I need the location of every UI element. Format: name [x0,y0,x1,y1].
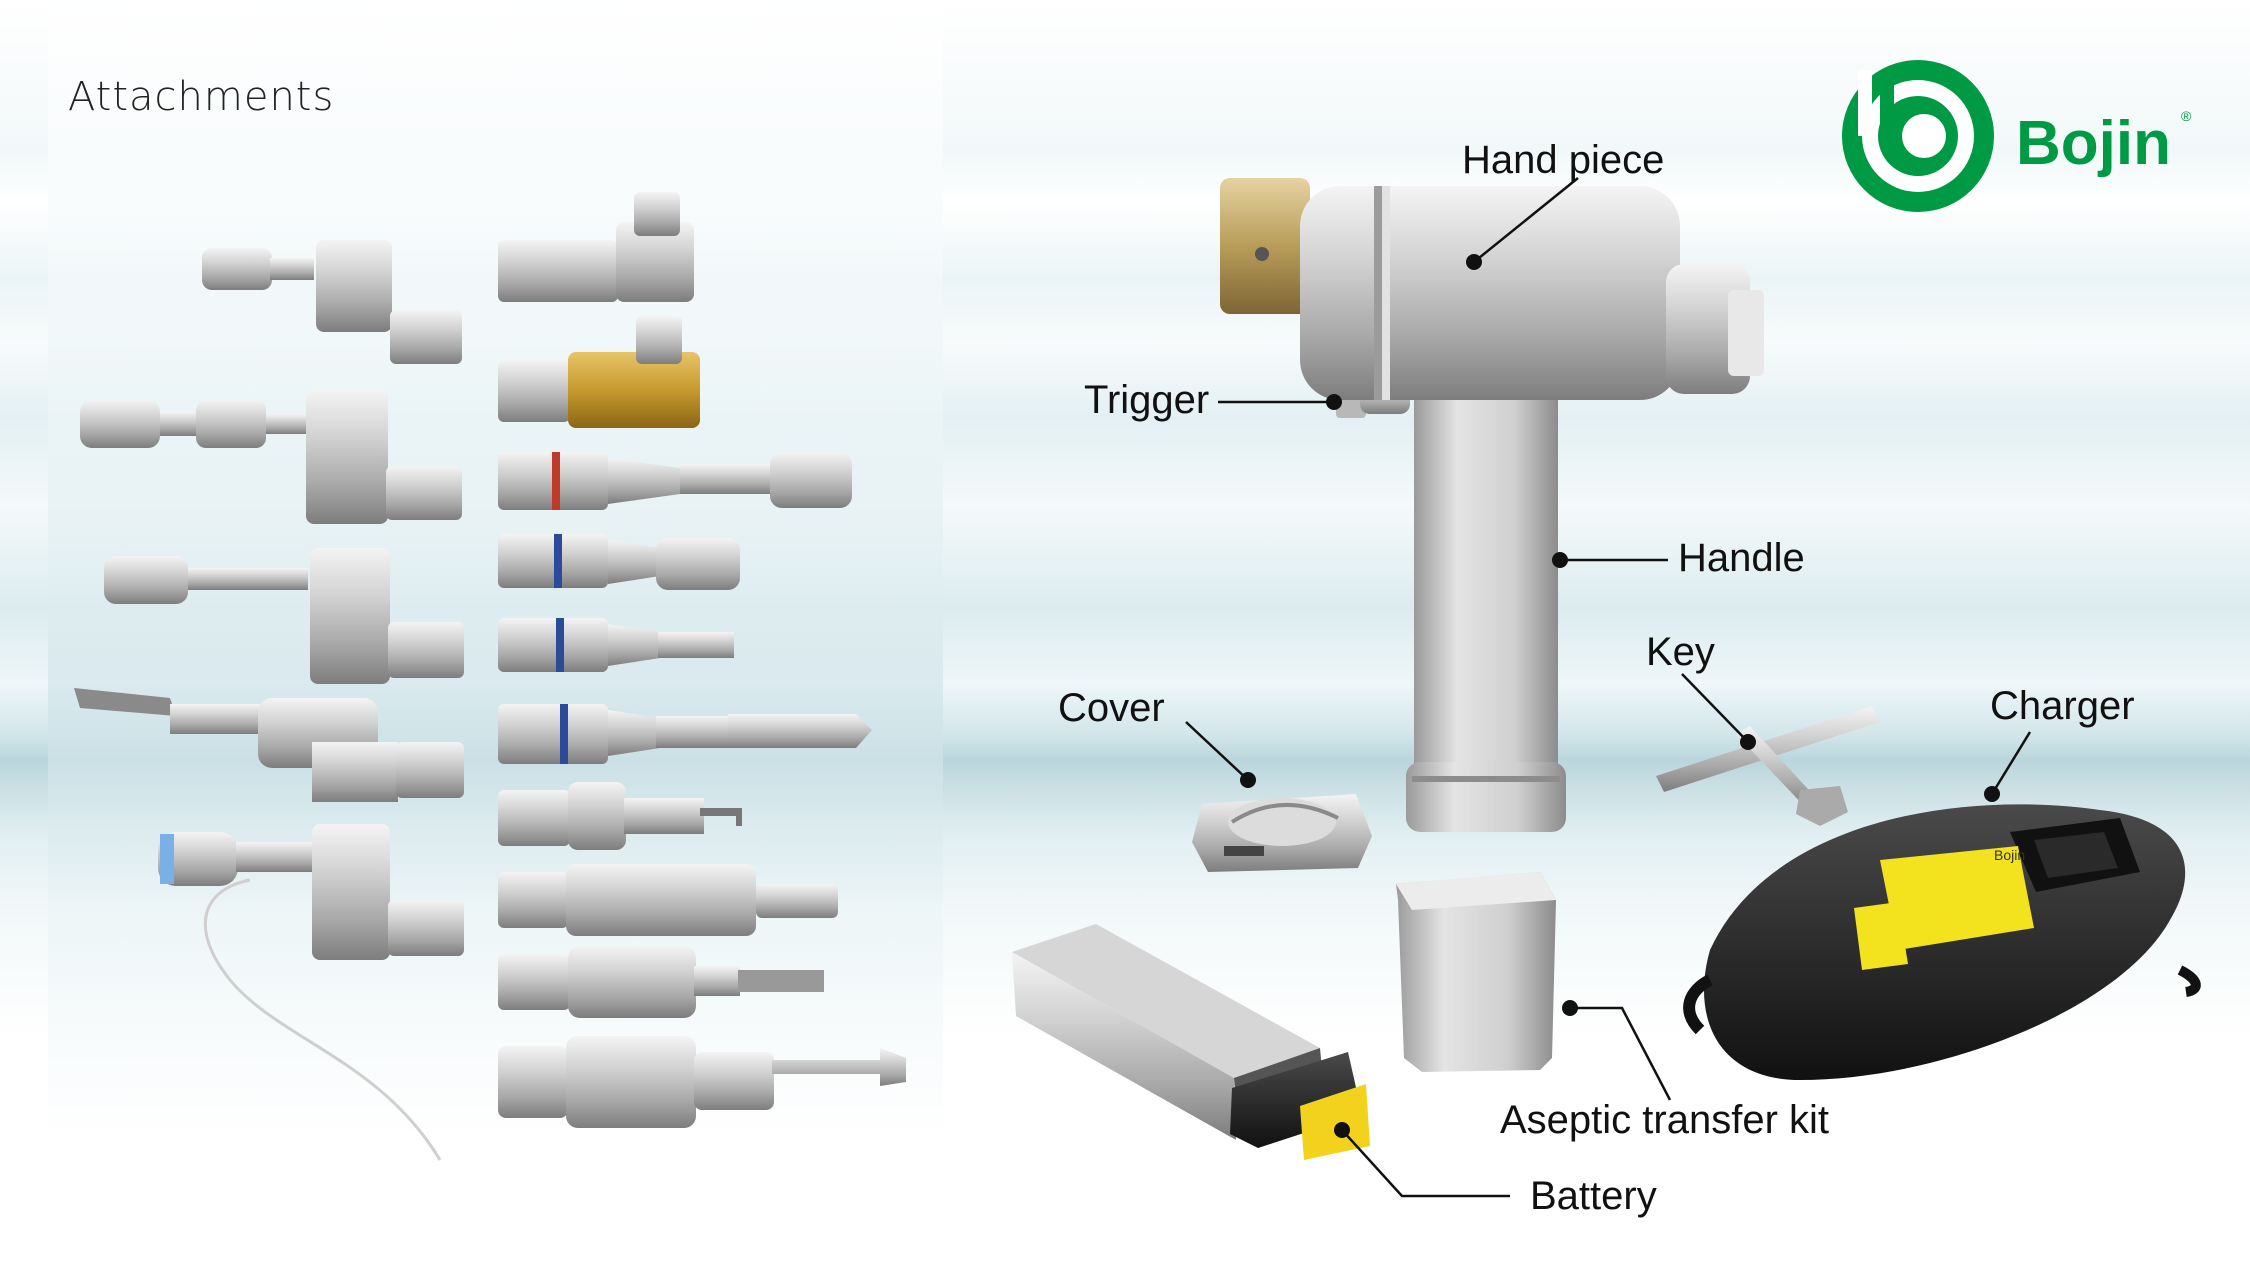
attachment-ao-adapter [498,782,742,850]
attachment-k-wire-driver [498,618,734,672]
bojin-logo-icon [1842,60,1994,212]
label-cover: Cover [1058,686,1165,730]
attachments-heading: Attachments [68,74,335,120]
registered-mark: ® [2181,108,2192,124]
attachment-right-angle-1 [498,192,694,302]
label-trigger: Trigger [1084,378,1210,422]
attachment-drill-chuck-2 [498,534,740,590]
charger-part [1683,804,2201,1080]
attachment-jacobs-adapter [498,864,838,936]
callout-lines [1185,177,2032,1198]
charger-label-brand: Bojin [1994,847,2025,863]
attachment-cannulated-drill [498,704,872,764]
attachment-angled-drill-1 [202,240,462,364]
label-handle: Handle [1678,536,1805,580]
aseptic-transfer-kit-part [1396,872,1556,1072]
attachment-right-angle-gold [498,316,700,428]
label-key: Key [1646,630,1715,674]
label-battery: Battery [1530,1174,1657,1218]
attachments-panel [48,0,943,1267]
attachment-sternum-saw-adapter [498,1036,906,1128]
brand-name: Bojin [2016,109,2171,178]
hand-piece-body [1220,178,1764,832]
cover-part [1192,794,1372,872]
label-charger: Charger [1990,684,2135,728]
attachment-drill-chuck-1 [498,452,852,510]
key-part [1656,706,1880,826]
attachment-oscillating-saw [74,688,464,802]
label-hand-piece: Hand piece [1462,138,1665,182]
attachment-hudson-adapter [498,946,824,1018]
attachment-angled-drill-2 [80,390,462,524]
callout-dots [1240,254,2000,1138]
label-aseptic-transfer-kit: Aseptic transfer kit [1500,1098,1830,1142]
battery-part [1012,924,1370,1160]
attachment-reamer-with-cable [158,824,464,1161]
attachment-angled-drill-3 [104,548,464,684]
